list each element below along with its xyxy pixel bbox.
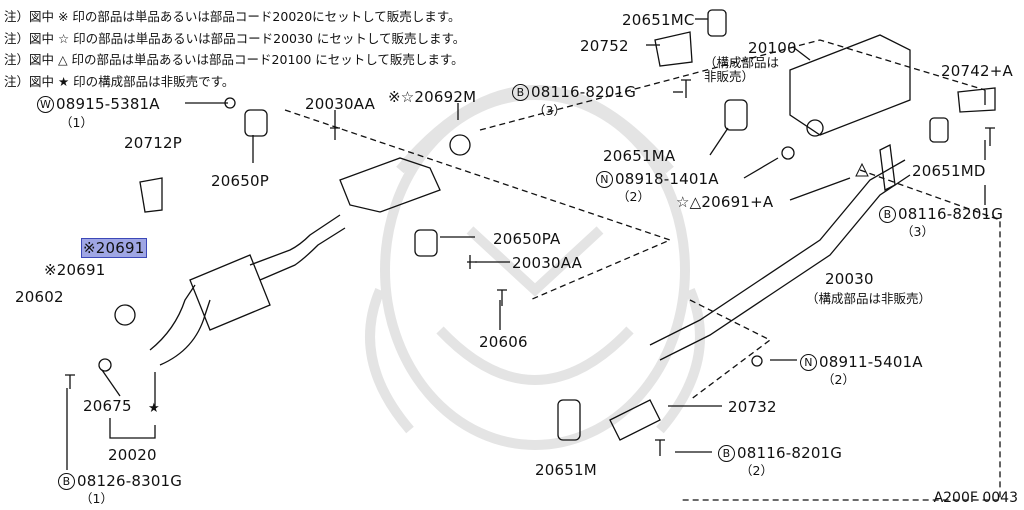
bolt-symbol-icon: B (879, 206, 896, 223)
bolt-08116-bottom-code: 08116-8201G (737, 444, 843, 462)
part-20651MC-label[interactable]: 20651MC (622, 11, 695, 29)
part-20691-label[interactable]: ※20691 (44, 261, 106, 279)
part-20691-selected-code: 20691 (95, 239, 145, 257)
bolt-08116-right-qty: （3） (901, 224, 934, 239)
bolt-08116-right-code: 08116-8201G (898, 205, 1004, 223)
selection-highlight: ※20691 (81, 238, 147, 258)
part-20692M-label[interactable]: ※☆20692M (388, 88, 477, 106)
note-line: 注）図中 ※ 印の部品は単品あるいは部品コード20020にセットして販売します。 (4, 9, 461, 24)
part-20602-label[interactable]: 20602 (15, 288, 64, 306)
part-20691-selected-prefix: ※ (83, 239, 96, 257)
bolt-08116-top-qty: （3） (533, 103, 566, 118)
nut-08918-qty: （2） (617, 189, 650, 204)
part-20752-label[interactable]: 20752 (580, 37, 629, 55)
part-20100-label[interactable]: 20100 (748, 39, 797, 57)
note-line: 注）図中 △ 印の部品は単品あるいは部品コード20100 にセットして販売します… (4, 52, 464, 67)
part-20020-label[interactable]: 20020 (108, 446, 157, 464)
watermark-emblem (365, 85, 705, 450)
washer-08915-qty: （1） (60, 115, 93, 130)
part-20691-selected-label[interactable]: ※20691 (81, 238, 147, 258)
part-20650P-label[interactable]: 20650P (211, 172, 269, 190)
nut-symbol-icon: N (800, 354, 817, 371)
nut-08911-code: 08911-5401A (819, 353, 923, 371)
bolt-08126-code: 08126-8301G (77, 472, 183, 490)
part-20030AA-mid-label[interactable]: 20030AA (512, 254, 583, 272)
part-20650PA-label[interactable]: 20650PA (493, 230, 561, 248)
part-20651MD-label[interactable]: 20651MD (912, 162, 986, 180)
part-20691A-label[interactable]: ☆△20691+A (676, 193, 774, 211)
diagram-code: A200F 0043 (933, 490, 1018, 506)
note-line: 注）図中 ☆ 印の部品は単品あるいは部品コード20030 にセットして販売します… (4, 30, 466, 46)
part-20606-label[interactable]: 20606 (479, 333, 528, 351)
part-20732-label[interactable]: 20732 (728, 398, 777, 416)
note-line: 注）図中 ★ 印の構成部品は非販売です。 (4, 73, 235, 89)
bolt-symbol-icon: B (58, 473, 75, 490)
bolt-symbol-icon: B (512, 84, 529, 101)
bolt-08126-qty: （1） (80, 491, 113, 506)
washer-08915-code: 08915-5381A (56, 95, 160, 113)
part-20100-note: （構成部品は 非販売） (704, 55, 780, 84)
nut-symbol-icon: N (596, 171, 613, 188)
nut-08918-code: 08918-1401A (615, 170, 719, 188)
bolt-08116-bottom-qty: （2） (740, 463, 773, 478)
part-20651MA-label[interactable]: 20651MA (603, 147, 676, 165)
washer-symbol-icon: W (37, 96, 54, 113)
star-marker: ★ (148, 401, 160, 416)
part-20030AA-top-label[interactable]: 20030AA (305, 95, 376, 113)
part-20712P-label[interactable]: 20712P (124, 134, 182, 152)
part-20030-label[interactable]: 20030 (825, 270, 874, 288)
part-20651M-label[interactable]: 20651M (535, 461, 597, 479)
notes-block: 注）図中 ※ 印の部品は単品あるいは部品コード20020にセットして販売します。… (4, 6, 465, 92)
part-20675-label[interactable]: 20675 (83, 397, 132, 415)
part-20742A-label[interactable]: 20742+A (941, 62, 1013, 80)
part-20030-note: （構成部品は非販売） (806, 291, 932, 306)
nut-08911-qty: （2） (822, 372, 855, 387)
bolt-symbol-icon: B (718, 445, 735, 462)
bolt-08116-top-code: 08116-8201G (531, 83, 637, 101)
